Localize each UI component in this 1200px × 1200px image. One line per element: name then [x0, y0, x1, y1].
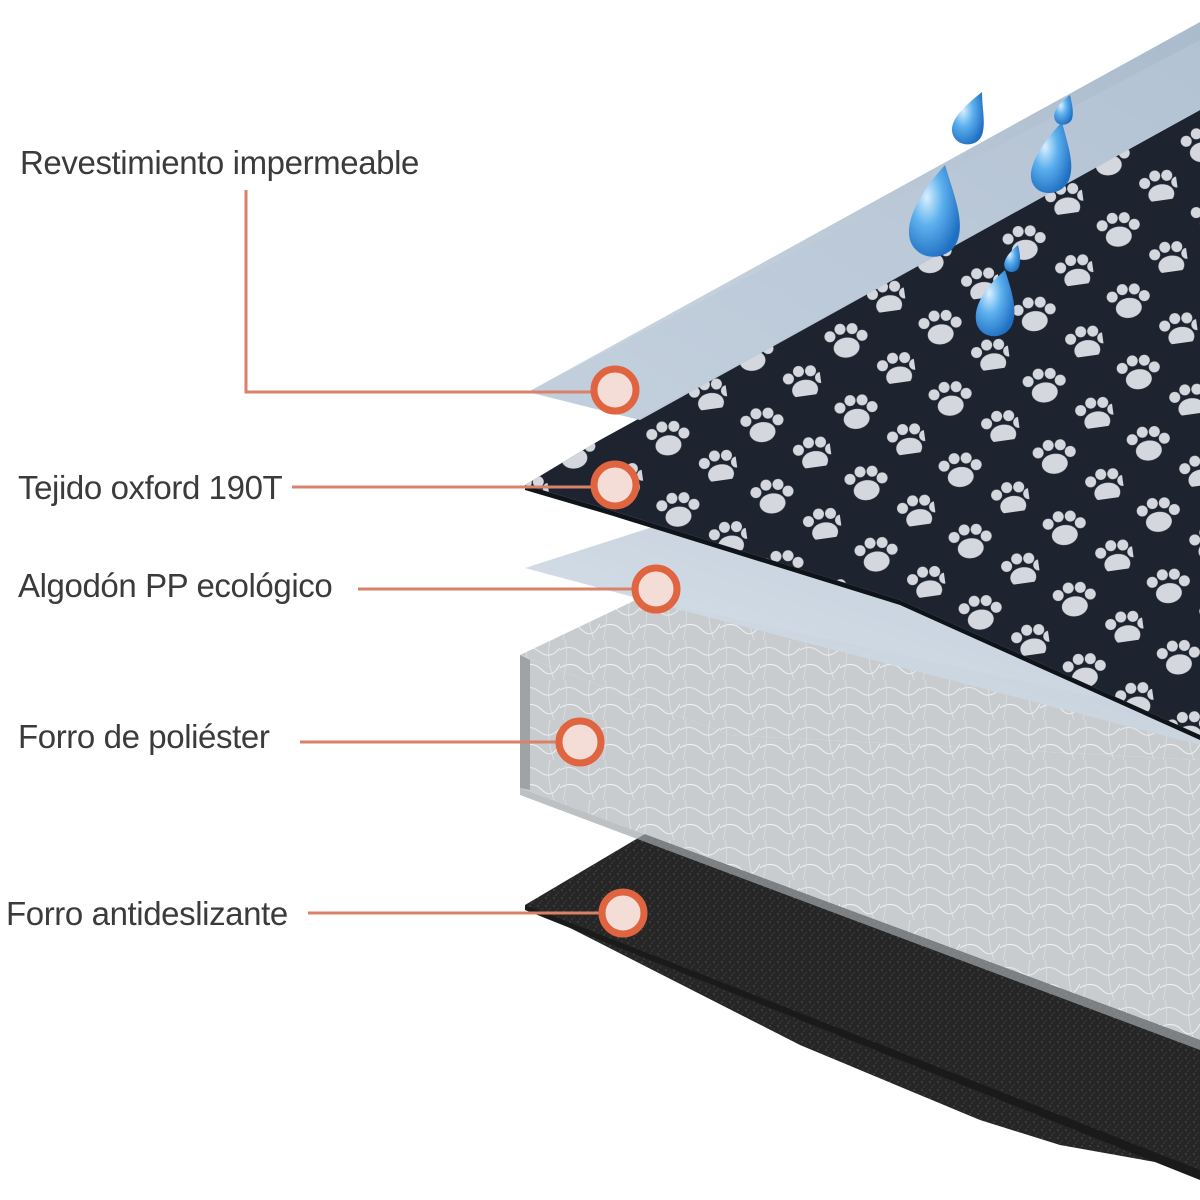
marker-5 — [598, 888, 648, 938]
leader-lines — [244, 190, 655, 915]
marker-2 — [590, 460, 640, 510]
water-drop-icon — [908, 92, 1073, 337]
antislip-layer — [525, 828, 1200, 1180]
marker-4 — [555, 717, 605, 767]
label-oxford-fabric: Tejido oxford 190T — [18, 469, 283, 506]
waterproof-film-layer — [528, 22, 1200, 420]
oxford-fabric-layer — [525, 110, 1200, 740]
label-waterproof-coating: Revestimiento impermeable — [20, 144, 420, 181]
light-sheet-layer — [525, 515, 1200, 745]
marker-3 — [631, 564, 681, 614]
label-eco-cotton: Algodón PP ecológico — [18, 567, 333, 604]
label-polyester-lining: Forro de poliéster — [18, 718, 270, 755]
marker-1 — [590, 365, 640, 415]
label-antislip-lining: Forro antideslizante — [6, 895, 288, 932]
cotton-fill-layer — [520, 598, 1200, 1050]
markers — [555, 365, 681, 938]
leader-line-1 — [244, 190, 612, 394]
